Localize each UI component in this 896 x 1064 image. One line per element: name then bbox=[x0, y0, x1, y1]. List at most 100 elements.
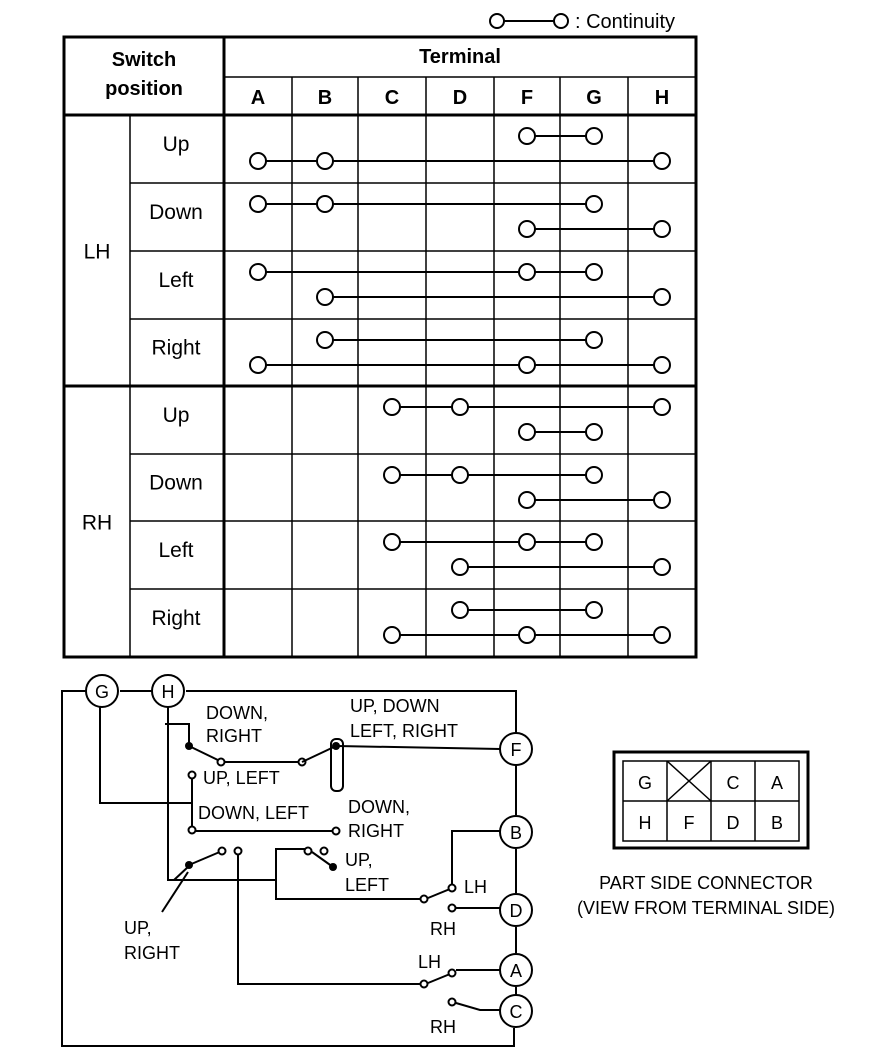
legend-node-right bbox=[553, 13, 569, 29]
continuity-lh-right-top bbox=[316, 331, 603, 349]
node-B bbox=[316, 195, 334, 213]
node-A bbox=[249, 356, 267, 374]
label-up-down: UP, DOWN bbox=[350, 696, 440, 716]
node-G bbox=[585, 601, 603, 619]
continuity-lh-left-bottom bbox=[316, 288, 671, 306]
terminal-A: A bbox=[499, 953, 533, 987]
terminal-C: C bbox=[499, 994, 533, 1028]
row-label-lh-up: Up bbox=[163, 133, 190, 156]
row-label-rh-right: Right bbox=[151, 607, 200, 630]
terminal-B: B bbox=[499, 815, 533, 849]
label-down-right-2: RIGHT bbox=[206, 726, 262, 746]
circuit-schematic: G H F B D A C DOWN, RIGHT UP, DOWN bbox=[61, 674, 533, 1047]
label-up-left-a: UP, LEFT bbox=[203, 768, 280, 788]
label-up-left-b1: UP, bbox=[345, 850, 373, 870]
legend: : Continuity bbox=[489, 11, 675, 33]
continuity-lh-down-top bbox=[249, 195, 603, 213]
continuity-rh-left-top bbox=[383, 533, 603, 551]
row-label-lh-left: Left bbox=[158, 269, 193, 292]
label-rh-1: RH bbox=[430, 919, 456, 939]
group-label-lh: LH bbox=[84, 241, 111, 264]
label-down-right-b1: DOWN, bbox=[348, 797, 410, 817]
node-F bbox=[518, 533, 536, 551]
node-H bbox=[653, 356, 671, 374]
svg-text:D: D bbox=[510, 901, 523, 921]
node-H bbox=[653, 152, 671, 170]
label-down-right-1: DOWN, bbox=[206, 703, 268, 723]
node-C bbox=[383, 398, 401, 416]
node-C bbox=[383, 533, 401, 551]
label-left-right: LEFT, RIGHT bbox=[350, 721, 458, 741]
row-label-rh-left: Left bbox=[158, 539, 193, 562]
connector-caption-2: (VIEW FROM TERMINAL SIDE) bbox=[577, 898, 835, 918]
continuity-rh-right-bottom bbox=[383, 626, 671, 644]
svg-text:H: H bbox=[162, 682, 175, 702]
row-label-lh-right: Right bbox=[151, 337, 200, 360]
terminal-header: Terminal bbox=[419, 46, 501, 68]
continuity-rh-up-top bbox=[383, 398, 671, 416]
switch-header-2: position bbox=[105, 78, 183, 100]
node-F bbox=[518, 220, 536, 238]
node-B bbox=[316, 152, 334, 170]
continuity-rh-down-bottom bbox=[518, 491, 671, 509]
svg-text:B: B bbox=[510, 823, 522, 843]
node-B bbox=[316, 331, 334, 349]
legend-text: : Continuity bbox=[575, 11, 675, 33]
continuity-rh-left-bottom bbox=[451, 558, 671, 576]
node-B bbox=[316, 288, 334, 306]
label-lh-1: LH bbox=[464, 877, 487, 897]
continuity-table bbox=[62, 35, 698, 659]
label-rh-2: RH bbox=[430, 1017, 456, 1037]
node-G bbox=[585, 195, 603, 213]
connector-caption-1: PART SIDE CONNECTOR bbox=[599, 873, 813, 893]
node-D bbox=[451, 601, 469, 619]
node-C bbox=[383, 466, 401, 484]
node-D bbox=[451, 466, 469, 484]
label-lh-2: LH bbox=[418, 952, 441, 972]
node-D bbox=[451, 558, 469, 576]
svg-text:G: G bbox=[95, 682, 109, 702]
label-down-right-b2: RIGHT bbox=[348, 821, 404, 841]
terminal-F: F bbox=[499, 732, 533, 766]
row-label-lh-down: Down bbox=[149, 201, 203, 224]
svg-text:C: C bbox=[510, 1002, 523, 1022]
node-H bbox=[653, 491, 671, 509]
terminal-H: H bbox=[151, 674, 185, 708]
label-up-right-1: UP, bbox=[124, 918, 152, 938]
node-G bbox=[585, 466, 603, 484]
connector-pin-G: G bbox=[638, 773, 652, 793]
terminal-columns bbox=[291, 77, 629, 657]
node-H bbox=[653, 558, 671, 576]
node-G bbox=[585, 533, 603, 551]
continuity-rh-up-bottom bbox=[518, 423, 603, 441]
continuity-lh-right-bottom bbox=[249, 356, 671, 374]
connector-pin-C: C bbox=[727, 773, 740, 793]
terminal-D: D bbox=[499, 893, 533, 927]
row-label-rh-down: Down bbox=[149, 472, 203, 495]
node-C bbox=[383, 626, 401, 644]
node-F bbox=[518, 491, 536, 509]
row-lines bbox=[130, 182, 696, 590]
node-H bbox=[653, 398, 671, 416]
terminal-col-A: A bbox=[251, 87, 265, 109]
node-H bbox=[653, 626, 671, 644]
connector-pin-A: A bbox=[771, 773, 783, 793]
connector-pin-B: B bbox=[771, 813, 783, 833]
continuity-rh-down-top bbox=[383, 466, 603, 484]
node-F bbox=[518, 127, 536, 145]
svg-text:A: A bbox=[510, 961, 522, 981]
terminal-col-F: F bbox=[521, 87, 533, 109]
node-F bbox=[518, 356, 536, 374]
node-G bbox=[585, 263, 603, 281]
terminal-col-D: D bbox=[453, 87, 467, 109]
node-A bbox=[249, 195, 267, 213]
continuity-lh-down-bottom bbox=[518, 220, 671, 238]
legend-node-left bbox=[489, 13, 505, 29]
node-H bbox=[653, 220, 671, 238]
continuity-lh-left-top bbox=[249, 263, 603, 281]
continuity-rh-right-top bbox=[451, 601, 603, 619]
node-G bbox=[585, 423, 603, 441]
continuity-lh-up-top bbox=[518, 127, 603, 145]
